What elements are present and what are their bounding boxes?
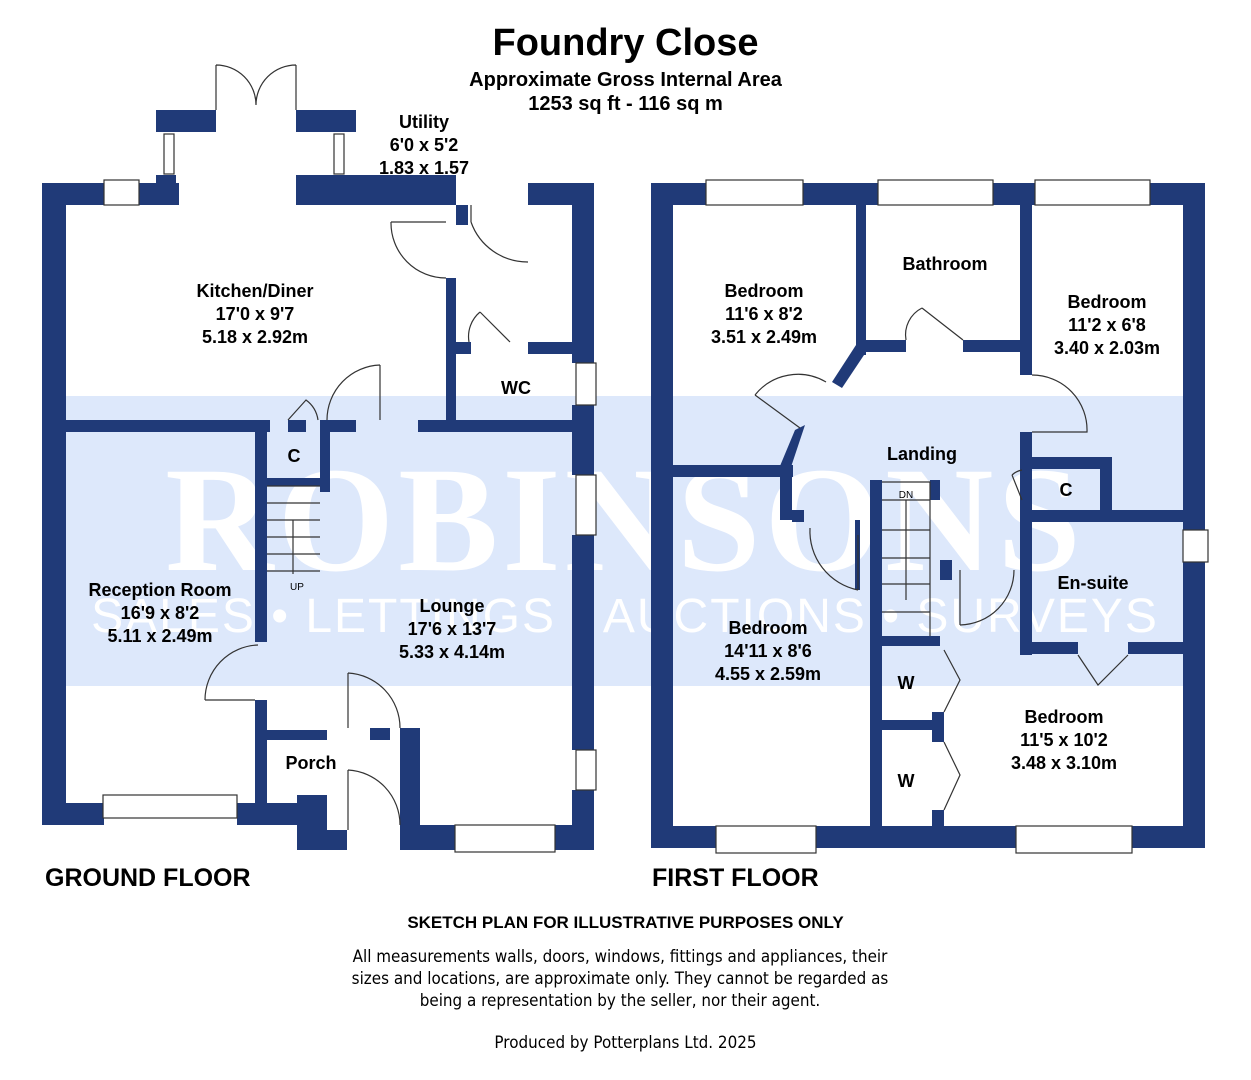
room-utility: Utility 6'0 x 5'2 1.83 x 1.57 (378, 112, 470, 178)
room-bathroom: Bathroom (902, 254, 988, 274)
room-wardrobe-1: W (897, 673, 915, 693)
sketch-plan-notice: SKETCH PLAN FOR ILLUSTRATIVE PURPOSES ON… (407, 913, 844, 932)
room-reception: Reception Room 16'9 x 8'2 5.11 x 2.49m (88, 580, 232, 646)
ground-floor-label: GROUND FLOOR (45, 864, 251, 892)
first-floor-label: FIRST FLOOR (652, 864, 819, 892)
area-summary: Approximate Gross Internal Area 1253 sq … (0, 68, 1251, 116)
room-en-suite: En-suite (1057, 573, 1129, 593)
producer-credit: Produced by Potterplans Ltd. 2025 (494, 1033, 757, 1052)
stairs-down-label: DN (898, 490, 914, 501)
area-subtitle: Approximate Gross Internal Area (469, 69, 782, 91)
room-cupboard-ff: C (1059, 480, 1073, 500)
room-landing: Landing (887, 444, 957, 464)
room-bedroom-4: Bedroom 11'5 x 10'2 3.48 x 3.10m (1010, 707, 1118, 773)
first-floor-openings (705, 179, 1209, 854)
watermark-tagline: SALES • LETTINGS • AUCTIONS • SURVEYS (91, 590, 1159, 643)
area-value: 1253 sq ft - 116 sq m (528, 93, 723, 115)
room-cupboard: C (287, 446, 301, 466)
ground-floor-walls (42, 110, 594, 850)
property-title: Foundry Close (492, 22, 759, 64)
room-bedroom-3: Bedroom 14'11 x 8'6 4.55 x 2.59m (714, 618, 822, 684)
room-porch: Porch (285, 753, 337, 773)
room-wardrobe-2: W (897, 771, 915, 791)
disclaimer-line: being a representation by the seller, no… (419, 991, 821, 1010)
room-bedroom-1: Bedroom 11'6 x 8'2 3.51 x 2.49m (710, 281, 818, 347)
ground-floor-openings (102, 64, 597, 853)
room-kitchen-diner: Kitchen/Diner 17'0 x 9'7 5.18 x 2.92m (196, 281, 314, 347)
first-floor-walls (651, 183, 1205, 848)
disclaimer-text: All measurements walls, doors, windows, … (326, 946, 915, 1012)
room-wc: WC (501, 378, 531, 398)
room-bedroom-2: Bedroom 11'2 x 6'8 3.40 x 2.03m (1053, 292, 1161, 358)
disclaimer-line: sizes and locations, are approximate onl… (351, 969, 889, 988)
disclaimer-line: All measurements walls, doors, windows, … (352, 947, 888, 966)
stairs-up-label: UP (290, 582, 304, 593)
watermark-band (65, 396, 1183, 686)
room-lounge: Lounge 17'6 x 13'7 5.33 x 4.14m (398, 596, 506, 662)
